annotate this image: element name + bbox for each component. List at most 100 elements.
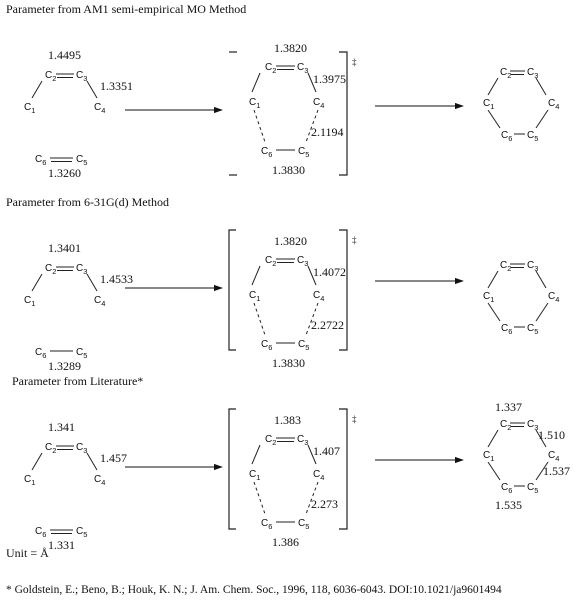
atom-label-c6: C6	[35, 347, 46, 360]
atom-label-c5: C5	[298, 518, 309, 531]
bond-length-label: 1.3289	[48, 359, 81, 373]
bond-length-label: 2.1194	[311, 125, 344, 139]
product-bond	[535, 77, 547, 96]
atom-label-c5: C5	[298, 146, 309, 159]
ts-bracket-right	[339, 51, 348, 176]
atom-label-c3: C3	[297, 62, 308, 75]
product-bond	[535, 270, 547, 289]
ts-bond	[251, 72, 261, 93]
reactant-bond	[86, 80, 98, 99]
product-bond	[487, 77, 499, 96]
reactant-bond	[31, 80, 43, 99]
atom-label-c4: C4	[313, 290, 324, 303]
bond-length-label: 1.3820	[274, 41, 307, 55]
double-dagger-mark: ‡	[352, 235, 357, 245]
atom-label-c2: C2	[45, 442, 56, 455]
ts-bracket-left	[228, 229, 236, 351]
bond-length-label: 1.4533	[100, 272, 133, 286]
reactant-bond	[86, 452, 98, 471]
bond-length-label: 1.337	[495, 400, 522, 414]
atom-label-c6: C6	[501, 482, 512, 495]
bond-length-label: 1.331	[48, 538, 75, 552]
bond-length-label: 1.4495	[48, 48, 81, 62]
reference-citation: * Goldstein, E.; Beno, B.; Houk, K. N.; …	[6, 584, 502, 596]
atom-label-c1: C1	[249, 97, 260, 110]
atom-label-c6: C6	[261, 339, 272, 352]
atom-label-c2: C2	[500, 260, 511, 273]
double-dagger-mark: ‡	[352, 57, 357, 67]
bond-length-label: 1.407	[313, 444, 340, 458]
atom-label-c4: C4	[94, 474, 105, 487]
bond-length-label: 2.2722	[311, 318, 344, 332]
atom-label-c6: C6	[501, 130, 512, 143]
atom-label-c2: C2	[45, 70, 56, 83]
atom-label-c3: C3	[76, 70, 87, 83]
bond-length-label: 1.3820	[274, 234, 307, 248]
section-heading: Parameter from 6-31G(d) Method	[6, 195, 169, 209]
atom-label-c1: C1	[24, 295, 35, 308]
atom-label-c3: C3	[76, 263, 87, 276]
atom-label-c1: C1	[249, 290, 260, 303]
atom-label-c4: C4	[313, 469, 324, 482]
double-dagger-mark: ‡	[352, 414, 357, 424]
reactant-bond	[31, 452, 43, 471]
bond-length-label: 1.535	[495, 498, 522, 512]
ts-bond	[251, 444, 261, 465]
atom-label-c5: C5	[527, 482, 538, 495]
ts-bracket-left	[228, 408, 236, 530]
bond-length-label: 1.537	[543, 464, 570, 478]
product-bond	[487, 109, 501, 129]
atom-label-c4: C4	[94, 102, 105, 115]
ts-bracket-right	[339, 229, 348, 351]
product-bond	[487, 461, 501, 481]
ts-forming-bond	[253, 302, 266, 336]
bond-length-label: 1.3830	[272, 163, 305, 177]
bond-length-label: 1.510	[538, 428, 565, 442]
section-heading: Parameter from Literature*	[12, 374, 143, 388]
product-bond	[487, 270, 499, 289]
bond-length-label: 1.4072	[313, 265, 346, 279]
product-bond	[487, 429, 499, 448]
atom-label-c2: C2	[500, 419, 511, 432]
bond-length-label: 2.273	[311, 497, 338, 511]
bond-length-label: 1.383	[274, 413, 301, 427]
ts-bond	[307, 265, 317, 286]
bond-length-label: 1.3401	[48, 241, 81, 255]
atom-label-c3: C3	[527, 67, 538, 80]
atom-label-c4: C4	[548, 450, 559, 463]
atom-label-c1: C1	[483, 291, 494, 304]
atom-label-c5: C5	[76, 526, 87, 539]
product-bond	[487, 302, 501, 322]
atom-label-c3: C3	[527, 419, 538, 432]
atom-label-c4: C4	[94, 295, 105, 308]
atom-label-c5: C5	[527, 130, 538, 143]
atom-label-c1: C1	[24, 102, 35, 115]
unit-note: Unit = Å	[6, 546, 49, 560]
method-section-1: Parameter from AM1 semi-empirical MO Met…	[6, 2, 559, 180]
atom-label-c5: C5	[527, 323, 538, 336]
atom-label-c6: C6	[261, 146, 272, 159]
atom-label-c1: C1	[483, 98, 494, 111]
product-bond	[535, 109, 549, 129]
bond-length-label: 1.341	[48, 420, 75, 434]
atom-label-c6: C6	[35, 154, 46, 167]
atom-label-c2: C2	[500, 67, 511, 80]
ts-bond	[251, 265, 261, 286]
ts-bracket-right	[339, 408, 348, 530]
product-bond	[535, 429, 547, 448]
atom-label-c1: C1	[249, 469, 260, 482]
section-heading: Parameter from AM1 semi-empirical MO Met…	[6, 2, 246, 16]
atom-label-c5: C5	[76, 347, 87, 360]
bond-length-label: 1.3260	[48, 166, 81, 180]
bond-length-label: 1.457	[100, 451, 127, 465]
atom-label-c3: C3	[527, 260, 538, 273]
atom-label-c3: C3	[76, 442, 87, 455]
bond-length-label: 1.3975	[313, 72, 346, 86]
atom-label-c6: C6	[501, 323, 512, 336]
bond-length-label: 1.3351	[100, 79, 133, 93]
product-bond	[535, 461, 549, 481]
atom-label-c2: C2	[265, 255, 276, 268]
